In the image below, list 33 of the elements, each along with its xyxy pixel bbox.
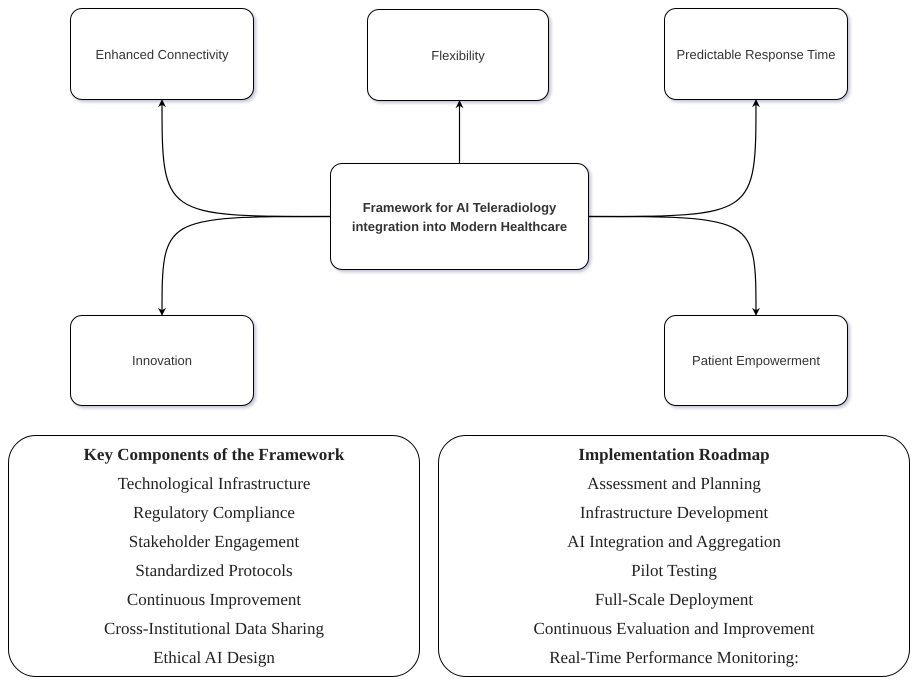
process-box xyxy=(367,9,549,101)
node-label: Patient Empowerment xyxy=(692,352,820,370)
list-item: Assessment and Planning xyxy=(587,473,761,495)
process-box xyxy=(664,8,848,100)
node-label: Innovation xyxy=(132,352,192,370)
node-label: Predictable Response Time xyxy=(676,46,836,64)
list-item: Infrastructure Development xyxy=(580,502,768,524)
list-item: Pilot Testing xyxy=(631,560,717,582)
list-item: AI Integration and Aggregation xyxy=(567,531,781,553)
list-item: Ethical AI Design xyxy=(153,647,275,669)
list-item: Continuous Improvement xyxy=(126,589,302,611)
list-heading: Key Components of the Framework xyxy=(84,444,344,466)
list-item: Real-Time Performance Monitoring: xyxy=(549,647,799,669)
list-item: Full-Scale Deployment xyxy=(594,589,754,611)
list-box xyxy=(8,435,420,677)
process-box xyxy=(664,315,848,406)
curved-arrow xyxy=(158,216,330,316)
process-box xyxy=(330,163,589,270)
list-item: Cross-Institutional Data Sharing xyxy=(104,618,324,640)
list-box xyxy=(438,435,910,677)
node-label: Enhanced Connectivity xyxy=(96,46,228,64)
list-item: Regulatory Compliance xyxy=(133,502,295,524)
list-item: Standardized Protocols xyxy=(135,560,293,582)
list-item: Continuous Evaluation and Improvement xyxy=(534,618,814,640)
node-label: Flexibility xyxy=(431,46,485,64)
node-label: Framework for AI Teleradiology integration into Modern Healthcare xyxy=(350,198,568,236)
list-item: Technological Infrastructure xyxy=(118,473,310,495)
process-box xyxy=(70,8,254,100)
curved-arrow xyxy=(589,216,760,316)
list-heading: Implementation Roadmap xyxy=(578,444,770,466)
list-item: Stakeholder Engagement xyxy=(128,531,300,553)
curved-arrow xyxy=(456,100,464,163)
process-box xyxy=(70,315,254,406)
